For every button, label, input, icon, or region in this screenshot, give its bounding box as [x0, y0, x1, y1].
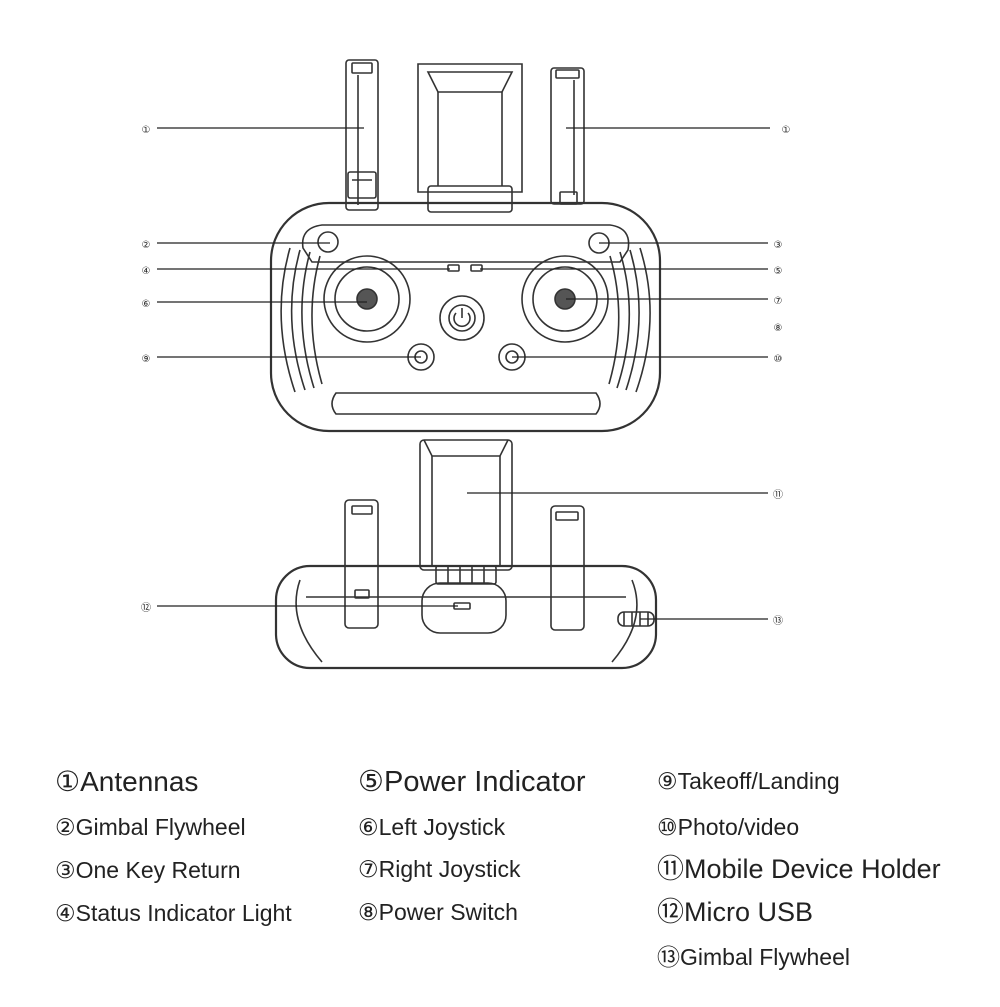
- legend-number: ⑪: [657, 854, 684, 885]
- legend-label: Takeoff/Landing: [677, 768, 840, 794]
- callout-1-left: ①: [142, 125, 151, 136]
- legend-number: ⑥: [358, 815, 379, 841]
- callout-11: ⑪: [773, 489, 783, 501]
- legend-number: ②: [55, 815, 76, 841]
- front-view: [269, 59, 662, 433]
- remote-controller-diagram: ① ① ② ③ ④ ⑤ ⑥ ⑦ ⑧ ⑨ ⑩ ⑪ ⑫ ⑬: [141, 59, 790, 670]
- legend-number: ④: [55, 901, 76, 927]
- legend-label: Gimbal Flywheel: [680, 944, 850, 970]
- left-antenna: [345, 59, 379, 211]
- callout-7: ⑦: [774, 296, 783, 307]
- legend-item-5: ⑤Power Indicator: [358, 767, 586, 797]
- callout-4: ④: [142, 266, 151, 277]
- legend-item-11: ⑪Mobile Device Holder: [657, 854, 941, 885]
- legend-item-2: ②Gimbal Flywheel: [55, 816, 246, 840]
- legend-item-7: ⑦Right Joystick: [358, 858, 521, 882]
- legend-item-12: ⑫Micro USB: [657, 897, 814, 928]
- legend-number: ③: [55, 858, 76, 884]
- leader-lines: [157, 127, 770, 620]
- legend-label: Gimbal Flywheel: [75, 814, 246, 840]
- callout-9: ⑨: [142, 354, 151, 365]
- legend-label: Right Joystick: [378, 856, 521, 882]
- legend-item-3: ③One Key Return: [55, 859, 241, 883]
- callout-8: ⑧: [774, 323, 783, 334]
- legend-label: Photo/video: [677, 814, 800, 840]
- rear-view: [274, 439, 658, 670]
- legend-number: ⑩: [657, 815, 678, 841]
- controller-body: [269, 201, 662, 433]
- legend-label: Power Switch: [378, 899, 518, 925]
- legend-number: ⑤: [358, 764, 384, 798]
- callout-numbers: ① ① ② ③ ④ ⑤ ⑥ ⑦ ⑧ ⑨ ⑩ ⑪ ⑫ ⑬: [141, 125, 790, 627]
- legend-label: One Key Return: [75, 857, 241, 883]
- legend-number: ①: [55, 765, 81, 798]
- legend-number: ⑬: [657, 945, 680, 971]
- callout-6: ⑥: [142, 299, 151, 310]
- legend-number: ⑫: [657, 897, 684, 928]
- callout-3: ③: [774, 240, 783, 251]
- legend-number: ⑨: [657, 769, 678, 795]
- legend-label: Micro USB: [684, 897, 814, 927]
- legend-label: Mobile Device Holder: [684, 854, 941, 884]
- legend-number: ⑦: [358, 857, 379, 883]
- callout-5: ⑤: [774, 266, 783, 277]
- legend-item-1: ①Antennas: [55, 768, 198, 796]
- legend-label: Power Indicator: [384, 766, 586, 798]
- callout-12: ⑫: [141, 602, 151, 614]
- callout-1-right: ①: [782, 125, 791, 136]
- callout-2: ②: [142, 240, 151, 251]
- legend-number: ⑧: [358, 900, 379, 926]
- legend-item-8: ⑧Power Switch: [358, 901, 518, 925]
- legend-label: Status Indicator Light: [75, 900, 292, 926]
- legend-label: Antennas: [80, 766, 199, 797]
- legend-item-6: ⑥Left Joystick: [358, 816, 505, 840]
- callout-13: ⑬: [773, 615, 783, 627]
- right-antenna: [550, 67, 585, 205]
- callout-10: ⑩: [774, 354, 783, 365]
- legend-item-10: ⑩Photo/video: [657, 816, 799, 840]
- legend-item-9: ⑨Takeoff/Landing: [657, 770, 840, 794]
- legend-label: Left Joystick: [378, 814, 506, 840]
- phone-holder: [417, 63, 523, 213]
- legend-item-4: ④Status Indicator Light: [55, 902, 292, 926]
- legend-item-13: ⑬Gimbal Flywheel: [657, 946, 850, 970]
